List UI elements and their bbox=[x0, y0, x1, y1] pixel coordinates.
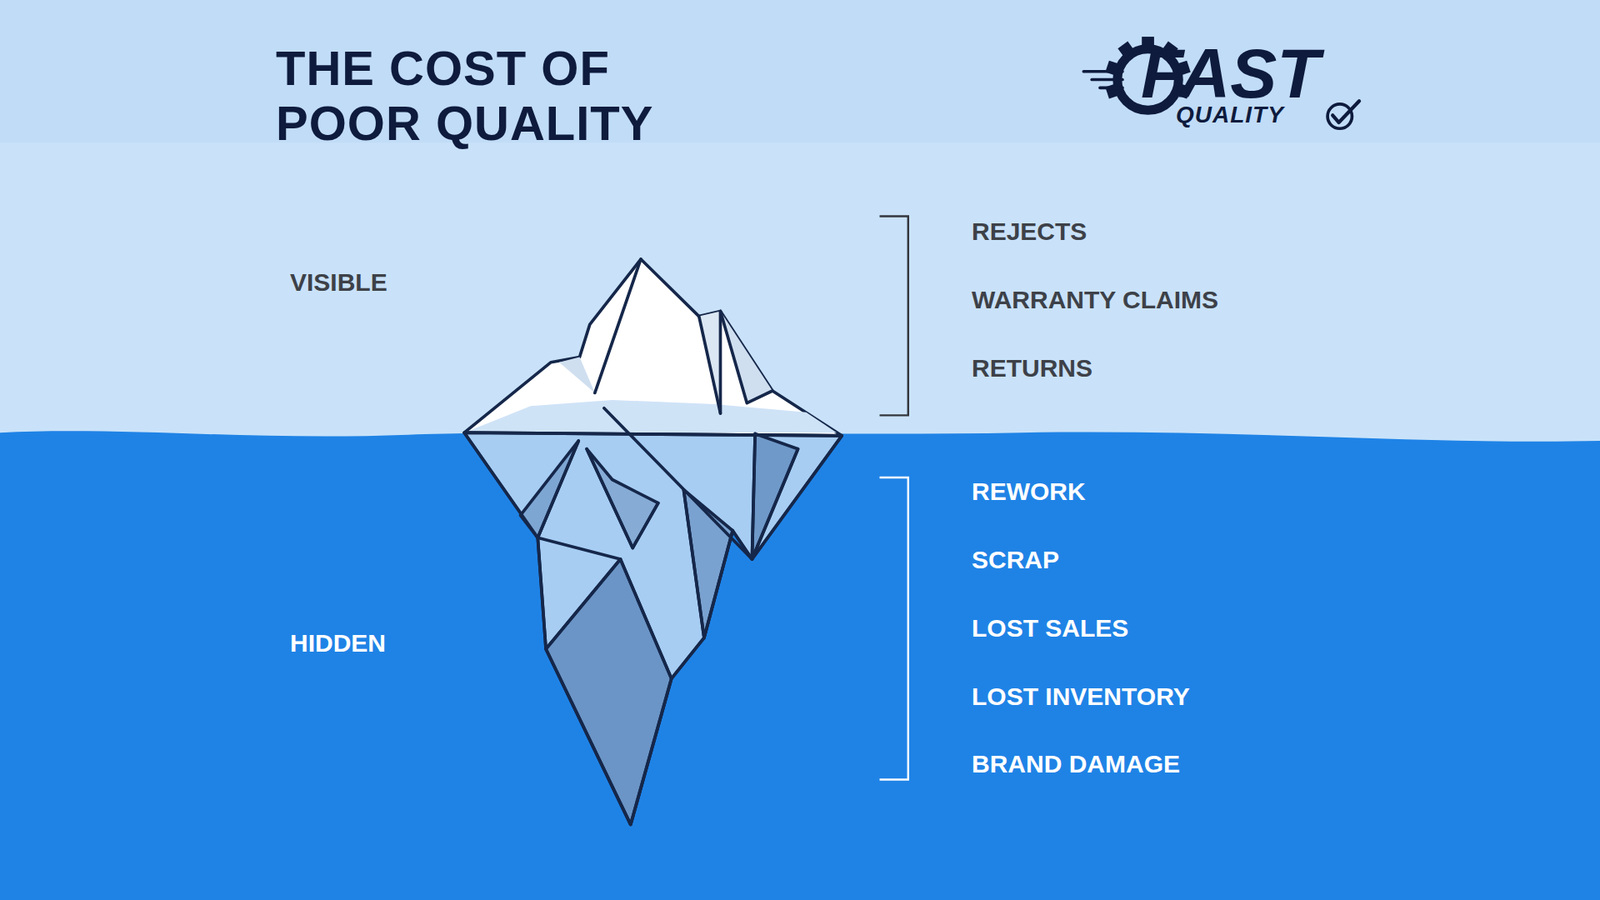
cost-item: LOST SALES bbox=[971, 614, 1129, 644]
cost-item: LOST INVENTORY bbox=[971, 682, 1190, 712]
sky-band bbox=[0, 0, 1600, 143]
cost-item: SCRAP bbox=[971, 545, 1060, 575]
cost-item: RETURNS bbox=[971, 354, 1093, 384]
zone-label: HIDDEN bbox=[290, 629, 386, 659]
iceberg bbox=[464, 259, 842, 825]
hidden-bracket bbox=[880, 477, 909, 780]
zone-label: VISIBLE bbox=[290, 268, 388, 298]
cost-item: BRAND DAMAGE bbox=[971, 750, 1180, 780]
cost-item: WARRANTY CLAIMS bbox=[971, 285, 1219, 315]
logo-subtitle: QUALITY bbox=[1175, 101, 1285, 129]
sky bbox=[0, 142, 1600, 449]
diagram-title: THE COST OF POOR QUALITY bbox=[275, 40, 710, 151]
visible-bracket bbox=[880, 216, 909, 416]
water bbox=[0, 430, 1600, 900]
cost-item: REJECTS bbox=[971, 217, 1087, 247]
cost-item: REWORK bbox=[971, 477, 1086, 507]
